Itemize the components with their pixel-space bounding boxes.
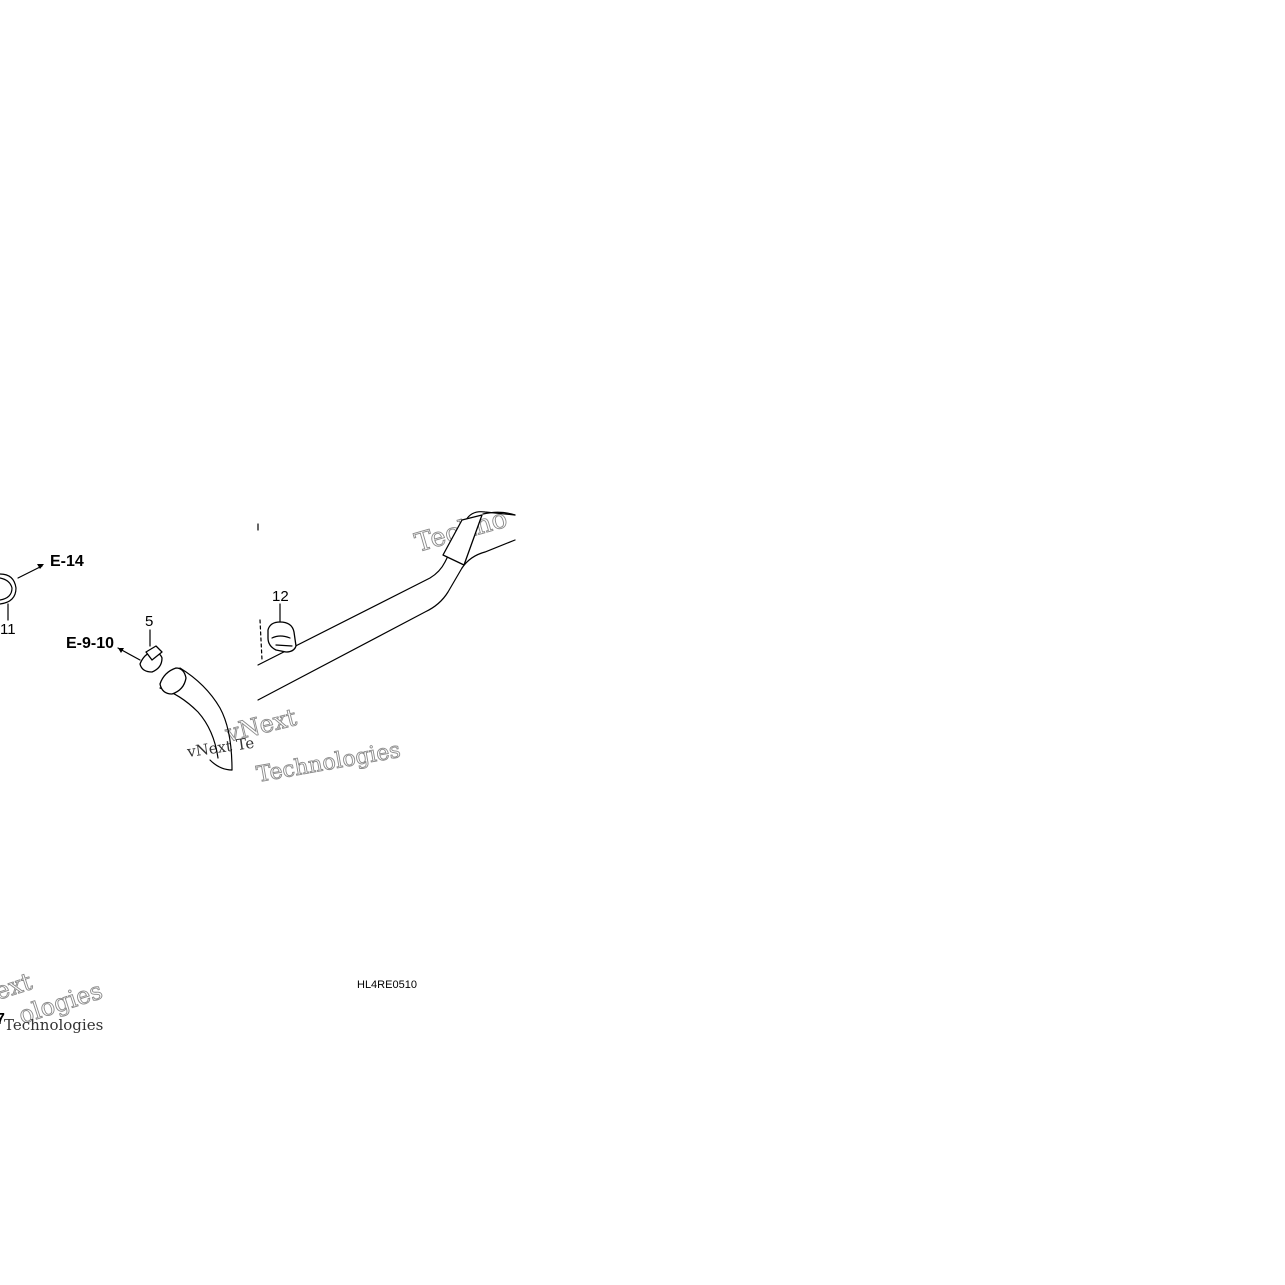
ref-e-9-10: E-9-10 xyxy=(66,635,114,652)
watermark-technologies-mid: Technologies xyxy=(255,738,403,788)
o-ring-11: 11 E-14 xyxy=(0,553,84,638)
callout-5: 5 xyxy=(145,613,153,630)
callout-12: 12 xyxy=(272,588,289,605)
hose-assembly: 5 E-9-10 xyxy=(66,613,233,771)
long-pipe xyxy=(257,511,516,701)
callout-11: 11 xyxy=(0,621,16,638)
callout-7: 7 xyxy=(0,1011,5,1028)
clip-12: 12 xyxy=(259,588,297,661)
watermark-vnext-te: vNext Te xyxy=(185,734,255,761)
figure-code: HL4RE0510 xyxy=(357,979,417,991)
ref-e-14: E-14 xyxy=(50,553,84,570)
watermark-technologies-bottom: Technologies xyxy=(4,1016,103,1034)
